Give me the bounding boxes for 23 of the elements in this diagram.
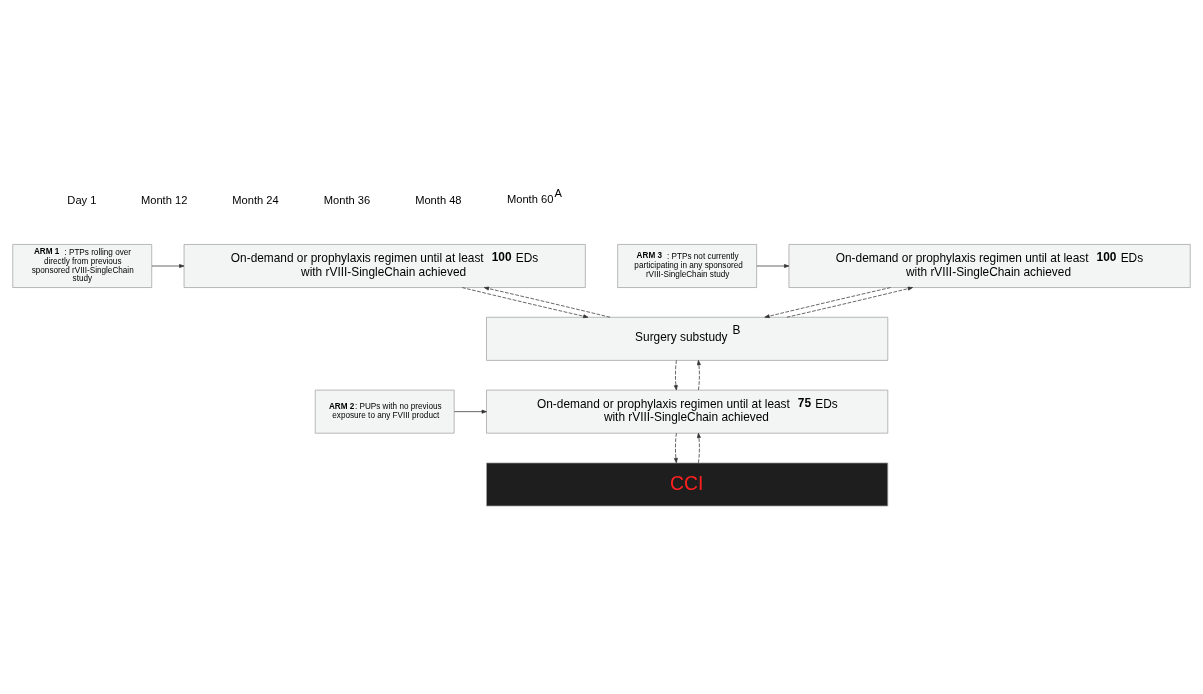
node-box: On-demand or prophylaxis regimen until at least 100 EDs with rVIII-SingleChain achieved [788,244,1191,288]
arrow [756,264,790,268]
label: Month 12 [140,193,188,206]
label: Day 1 [67,193,97,206]
label: Month 36 [323,193,371,206]
node-box: ARM 2: PUPs with no previous exposure to any FVIII product [314,389,455,434]
label: Month 48 [415,193,462,206]
arrow [764,287,891,319]
arrow [673,432,678,464]
label: Month 24 [232,193,279,206]
arrow [786,286,913,318]
arrow [483,286,611,318]
arrow [454,409,487,414]
node-box: ARM 1: PTPs rolling over directly from previous sponsored rVIII-SingleChain study [12,244,153,288]
arrow [673,360,678,391]
node-box: On-demand or prophylaxis regimen until at least 100 EDs with rVIII-SingleChain achieved [183,244,586,288]
node-box: ARM 3: PTPs not currently participating in any sponsored rVIII-SingleChain study [617,244,757,288]
arrow [461,287,589,319]
arrow [151,264,185,268]
arrow [697,360,701,391]
node-box: On-demand or prophylaxis regimen until at least 75 EDs with rVIII-SingleChain achieved [486,389,889,434]
arrow [697,432,701,464]
node-box: CCI [486,462,889,507]
